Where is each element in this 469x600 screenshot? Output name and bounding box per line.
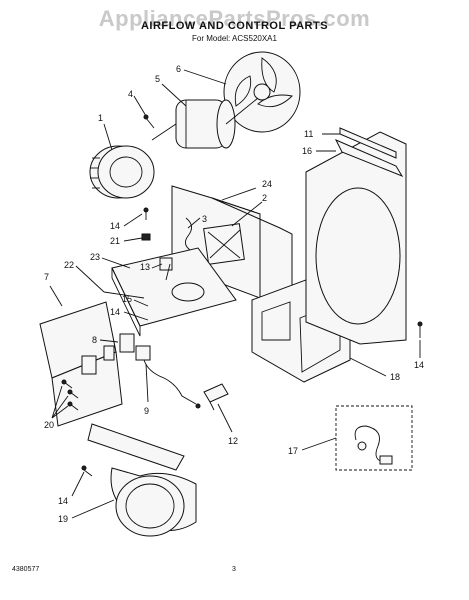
callout-1: 1 <box>98 113 103 123</box>
callout-5: 5 <box>155 74 160 84</box>
callout-15: 15 <box>122 294 132 304</box>
callout-14-bottom: 14 <box>58 496 68 506</box>
callout-9: 9 <box>144 406 149 416</box>
leader-lines <box>49 69 421 519</box>
callout-13: 13 <box>140 262 150 272</box>
power-cord <box>335 405 413 471</box>
callout-17: 17 <box>288 446 298 456</box>
callout-18: 18 <box>390 372 400 382</box>
screw-right <box>417 321 423 338</box>
fan-motor <box>151 97 259 149</box>
callout-labels: 1 2 3 4 5 6 7 8 9 11 12 13 14 14 14 14 1… <box>44 64 424 524</box>
blower-wheel <box>89 145 155 199</box>
mounting-bracket <box>203 383 229 411</box>
callout-24: 24 <box>262 179 272 189</box>
callout-12: 12 <box>228 436 238 446</box>
callout-20: 20 <box>44 420 54 430</box>
diagram-title: AIRFLOW AND CONTROL PARTS <box>140 20 329 32</box>
callout-23: 23 <box>90 252 100 262</box>
motor-mount-screw <box>143 114 155 129</box>
control-tray <box>111 247 237 337</box>
screw-bottom <box>81 465 93 477</box>
callout-14-right: 14 <box>414 360 424 370</box>
tray-rod <box>103 291 145 299</box>
callout-8: 8 <box>92 335 97 345</box>
callout-6: 6 <box>176 64 181 74</box>
callout-3: 3 <box>202 214 207 224</box>
callout-14-upper: 14 <box>110 221 120 231</box>
document-number: 4380577 <box>12 566 40 573</box>
callout-11: 11 <box>304 129 313 139</box>
thermostat <box>135 345 201 409</box>
callout-19: 19 <box>58 514 68 524</box>
callout-21: 21 <box>110 236 120 246</box>
callout-14-middle: 14 <box>110 307 120 317</box>
fan-blade <box>223 51 301 133</box>
orifice-shroud <box>305 127 407 345</box>
model-subtitle: For Model: ACS520XA1 <box>192 34 277 43</box>
watermark-text: AppliancePartsPros.com <box>98 6 371 31</box>
callout-2: 2 <box>262 193 267 203</box>
callout-7: 7 <box>44 272 49 282</box>
callout-4: 4 <box>128 89 133 99</box>
control-box-screws <box>61 379 79 411</box>
control-box <box>39 301 135 427</box>
mount-clip <box>141 207 151 241</box>
callout-16: 16 <box>302 146 312 156</box>
callout-22: 22 <box>64 260 74 270</box>
page-number: 3 <box>232 566 236 573</box>
blower-scroll <box>87 423 197 537</box>
